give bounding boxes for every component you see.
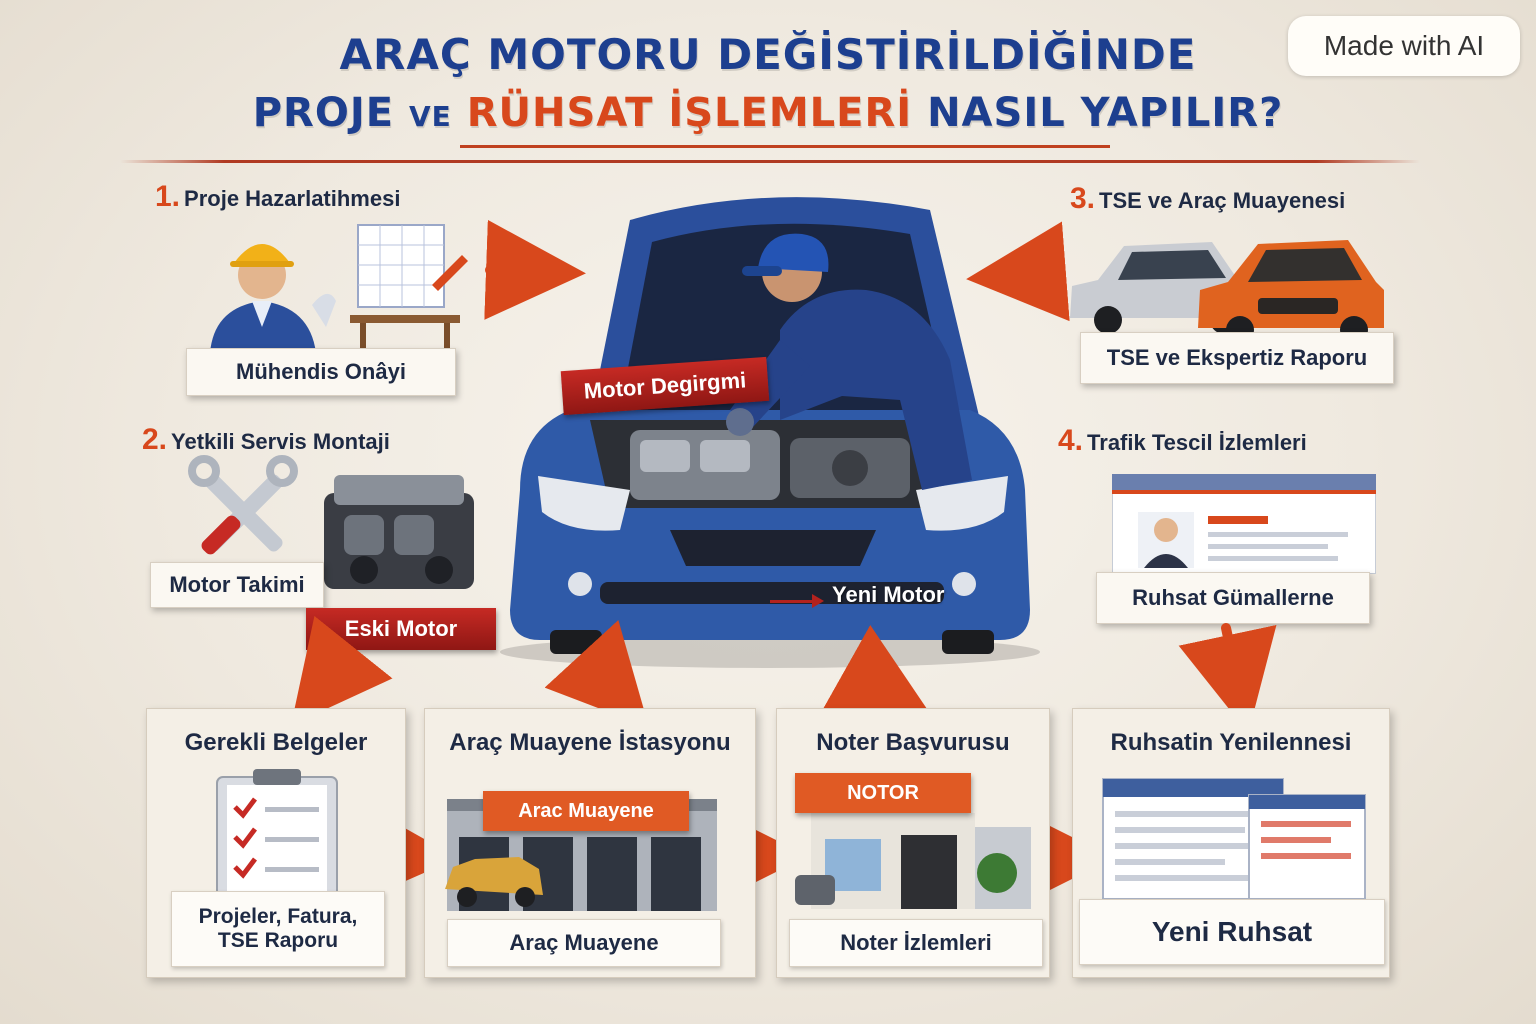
arrow-car-down-left	[544, 619, 650, 728]
arrow-car-down-right	[821, 625, 933, 718]
new-engine-arrow-line	[770, 600, 814, 603]
panel-1-title: Gerekli Belgeler	[184, 729, 368, 756]
step-2-title: 2.Yetkili Servis Montaji	[142, 423, 390, 457]
step-2-number: 2.	[142, 423, 168, 456]
left-headlight	[538, 476, 630, 531]
wrench-icon	[312, 293, 336, 327]
engineer-illustration	[210, 224, 468, 353]
checklist-icon	[216, 769, 338, 904]
panel-inspection-station: Araç Muayene İstasyonu Arac Muayene Araç…	[424, 708, 756, 978]
panel-3-label: Noter İzlemleri	[789, 919, 1043, 967]
desk-icon	[350, 315, 460, 323]
orange-car-icon	[1198, 240, 1384, 340]
notary-sign: NOTOR	[795, 773, 971, 813]
panel-1-label: Projeler, Fatura, TSE Raporu	[171, 891, 385, 967]
panel-2-title: Araç Muayene İstasyonu	[449, 729, 731, 756]
engine-block-icon	[324, 475, 474, 589]
hard-hat-icon	[234, 244, 290, 263]
engineer-body	[210, 301, 316, 353]
cap-icon	[758, 233, 829, 272]
step-3-number: 3.	[1070, 182, 1096, 215]
registration-screen-illustration	[1112, 474, 1376, 574]
panel-notary-application: Noter Başvurusu NOTOR Noter İzlemleri	[776, 708, 1050, 978]
crossed-tools-icon	[188, 455, 298, 555]
panel-required-documents: Gerekli Belgeler Projeler, Fatura, TSE R…	[146, 708, 406, 978]
yellow-car-icon	[445, 857, 543, 895]
new-engine-label: Yeni Motor	[832, 582, 945, 607]
panel-4-label: Yeni Ruhsat	[1079, 899, 1385, 965]
cars-illustration	[1070, 240, 1384, 340]
panel-license-renewal: Ruhsatin Yenilennesi Yeni Ruhsat	[1072, 708, 1390, 978]
fog-light-icon	[568, 572, 592, 596]
step-3-label: TSE ve Ekspertiz Raporu	[1080, 332, 1394, 384]
blueprint-icon	[357, 224, 445, 308]
new-license-document-icon	[1102, 778, 1366, 900]
made-with-ai-badge: Made with AI	[1288, 16, 1520, 76]
tree-icon	[977, 853, 1017, 893]
step-3-title: 3.TSE ve Araç Muayenesi	[1070, 182, 1345, 216]
title-divider	[120, 160, 1420, 163]
title-ve: VE	[408, 100, 452, 133]
notary-building-icon	[795, 813, 1031, 909]
car-engine-swap-illustration	[500, 197, 1040, 668]
arrow-step4-down	[1178, 623, 1277, 734]
title-ruhsat: RÜHSAT İŞLEMLERİ	[466, 90, 913, 136]
panel-3-title: Noter Başvurusu	[816, 729, 1010, 756]
step-4-label: Ruhsat Gümallerne	[1096, 572, 1370, 624]
step-2-label: Motor Takimi	[150, 562, 324, 608]
page-title-line-1: ARAÇ MOTORU DEĞİSTİRİLDİĞİNDE	[339, 30, 1197, 79]
pen-icon	[432, 255, 468, 291]
panel-1-label-line-1: Projeler, Fatura,	[198, 905, 358, 928]
arrow-step2-down	[291, 615, 393, 726]
car-grille	[670, 530, 876, 566]
title-nasil: NASIL YAPILIR?	[927, 90, 1284, 136]
title-proje: PROJE	[252, 90, 395, 136]
page-title-line-2: PROJE VE RÜHSAT İŞLEMLERİ NASIL YAPILIR?	[0, 90, 1536, 136]
grey-car-icon	[795, 875, 835, 905]
new-engine-arrow-icon	[812, 594, 824, 608]
inspection-sign: Arac Muayene	[483, 791, 689, 831]
mechanic-illustration	[726, 233, 972, 490]
panel-1-label-line-2: TSE Raporu	[217, 929, 339, 952]
step-1-title-text: Proje Hazarlatihmesi	[184, 186, 401, 211]
step-1-title: 1.Proje Hazarlatihmesi	[155, 180, 400, 214]
panel-2-label: Araç Muayene	[447, 919, 721, 967]
step-1-label: Mühendis Onâyi	[186, 348, 456, 396]
step-2-title-text: Yetkili Servis Montaji	[171, 429, 390, 454]
panel-4-title: Ruhsatin Yenilennesi	[1110, 729, 1352, 756]
title-underline	[460, 145, 1110, 148]
engine-icon	[630, 430, 910, 500]
tools-and-engine-illustration	[188, 455, 474, 589]
step-1-number: 1.	[155, 180, 181, 213]
step-4-title: 4.Trafik Tescil İzlemleri	[1058, 424, 1307, 458]
old-engine-ribbon: Eski Motor	[306, 608, 496, 650]
step-4-number: 4.	[1058, 424, 1084, 457]
step-3-title-text: TSE ve Araç Muayenesi	[1099, 188, 1346, 213]
step-4-title-text: Trafik Tescil İzlemleri	[1087, 430, 1307, 455]
right-headlight	[916, 476, 1008, 531]
